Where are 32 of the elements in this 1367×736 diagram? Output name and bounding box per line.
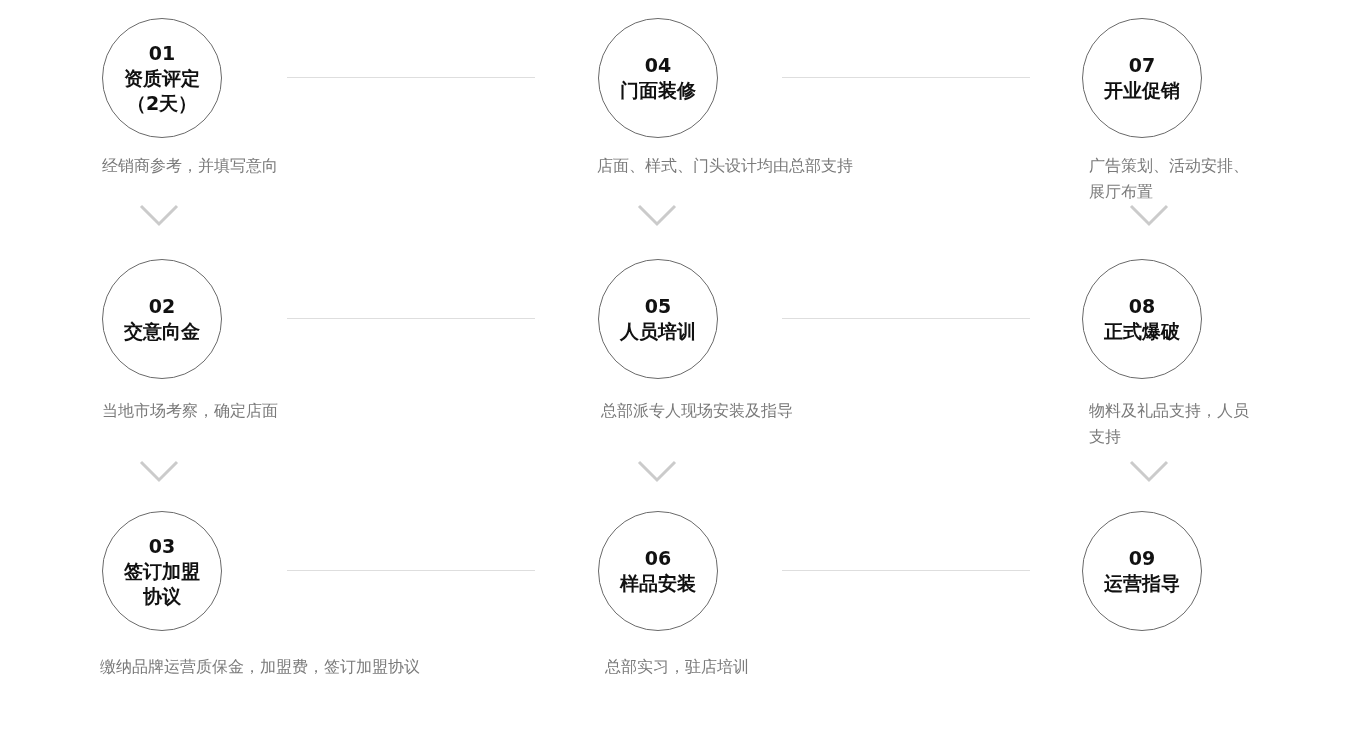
chevron-arrow	[139, 204, 179, 227]
chevron-arrow	[637, 204, 677, 227]
step-title: 签订加盟协议	[123, 558, 201, 609]
step-title: 门面装修	[619, 78, 697, 103]
step-number: 04	[644, 53, 672, 78]
step-number: 02	[148, 294, 176, 319]
step-number: 01	[148, 40, 176, 66]
step-title: 正式爆破	[1103, 319, 1181, 344]
chevron-arrow	[1129, 204, 1169, 227]
step-description: 物料及礼品支持，人员支持	[1089, 400, 1250, 448]
step-description: 总部派专人现场安装及指导	[601, 400, 793, 422]
step-description: 总部实习，驻店培训	[605, 656, 749, 678]
step-number: 05	[644, 294, 672, 319]
step-description: 缴纳品牌运营质保金，加盟费，签订加盟协议	[100, 656, 420, 678]
step-number: 08	[1128, 294, 1156, 319]
step-number: 03	[148, 533, 176, 559]
step-number: 09	[1128, 546, 1156, 571]
step-title: 样品安装	[618, 571, 697, 596]
step-description: 经销商参考，并填写意向	[102, 155, 278, 177]
step-title: 开业促销	[1103, 78, 1181, 103]
step-title: 交意向金	[123, 319, 201, 344]
chevron-arrow	[637, 460, 677, 483]
step-title: 人员培训	[619, 319, 697, 344]
chevron-arrow	[139, 460, 179, 483]
step-number: 07	[1128, 53, 1156, 78]
step-title: 运营指导	[1103, 571, 1181, 596]
step-number: 06	[644, 546, 672, 571]
step-description: 广告策划、活动安排、展厅布置	[1089, 155, 1250, 203]
step-title: 资质评定（2天）	[123, 65, 201, 116]
chevron-arrow	[1129, 460, 1169, 483]
step-description: 当地市场考察，确定店面	[102, 400, 278, 422]
step-description: 店面、样式、门头设计均由总部支持	[597, 155, 853, 177]
